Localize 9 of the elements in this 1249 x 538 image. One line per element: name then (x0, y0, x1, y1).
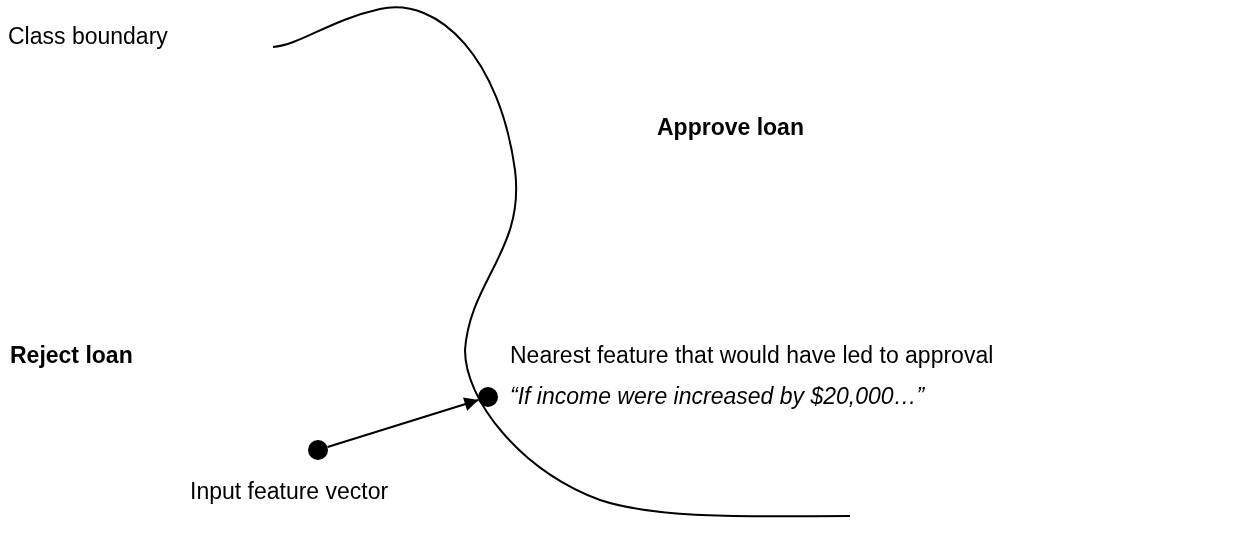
region-label: Reject loan (10, 342, 133, 369)
region-label: Approve loan (657, 114, 804, 141)
point-caption: Nearest feature that would have led to approval (510, 342, 994, 369)
data-point-dot (308, 440, 328, 460)
point-caption: Input feature vector (190, 478, 389, 505)
boundary-label: Class boundary (8, 23, 168, 50)
arrow (326, 397, 480, 448)
example-quote: “If income were increased by $20,000…” (510, 383, 925, 410)
data-point-dot (478, 387, 498, 407)
